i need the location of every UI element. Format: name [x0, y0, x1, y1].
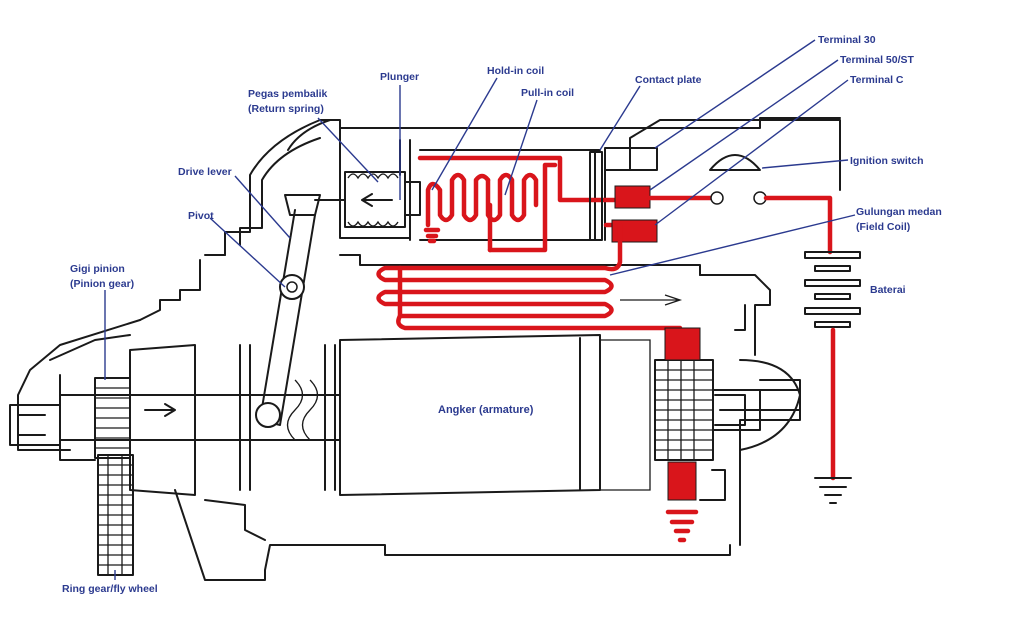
drive-shaft	[59, 344, 341, 496]
label-battery: Baterai	[870, 284, 906, 296]
label-terminal-30: Terminal 30	[818, 34, 876, 46]
plunger	[404, 181, 421, 216]
label-ring-gear: Ring gear/fly wheel	[62, 583, 158, 595]
ignition-switch	[647, 154, 833, 255]
label-terminal-50-st: Terminal 50/ST	[840, 54, 915, 66]
battery	[804, 251, 861, 504]
pinion-gear	[94, 377, 131, 459]
label-drive-lever: Drive lever	[178, 166, 232, 178]
armature	[339, 327, 761, 543]
label-armature: Angker (armature)	[438, 404, 534, 416]
label-ignition-switch: Ignition switch	[850, 155, 924, 167]
commutator	[654, 359, 714, 461]
return-spring	[344, 171, 406, 228]
label-hold-in-coil: Hold-in coil	[487, 65, 544, 77]
label-pinion-gear-1: Gigi pinion	[70, 263, 125, 275]
label-return-spring-1: Pegas pembalik	[248, 88, 328, 100]
label-pinion-gear-2: (Pinion gear)	[70, 278, 134, 290]
starter-housing	[9, 117, 841, 581]
label-field-coil-2: (Field Coil)	[856, 221, 910, 233]
label-pivot: Pivot	[188, 210, 214, 222]
label-terminal-c: Terminal C	[850, 74, 904, 86]
hold-in-coil	[423, 172, 491, 244]
label-field-coil-1: Gulungan medan	[856, 206, 942, 218]
label-pull-in-coil: Pull-in coil	[521, 87, 574, 99]
terminal-c	[611, 219, 658, 243]
terminal-30-connection	[629, 119, 841, 191]
labels: Terminal 30 Terminal 50/ST Terminal C Pl…	[62, 34, 942, 595]
label-return-spring-2: (Return spring)	[248, 103, 324, 115]
drive-lever	[255, 194, 346, 428]
ring-gear	[97, 454, 134, 576]
field-coil	[376, 222, 683, 348]
terminal-50-st	[614, 185, 651, 209]
leader-lines	[104, 39, 856, 580]
label-contact-plate: Contact plate	[635, 74, 702, 86]
label-plunger: Plunger	[380, 71, 419, 83]
